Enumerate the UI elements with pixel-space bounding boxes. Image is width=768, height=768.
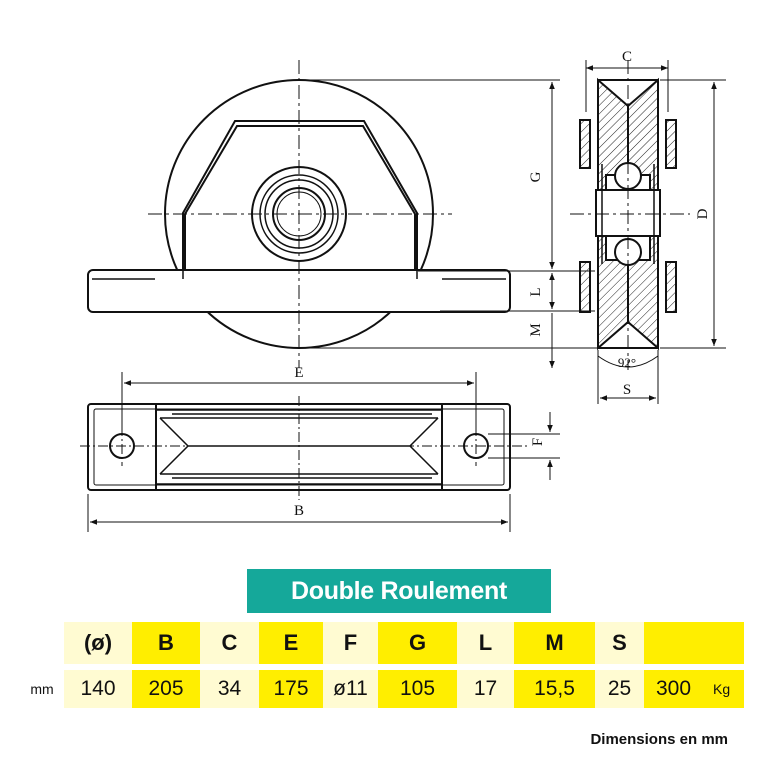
spec-value-5: 105 <box>378 670 457 708</box>
technical-drawing: E B F C G L M D S 92° <box>80 49 726 532</box>
front-centre-lines <box>148 60 452 368</box>
spec-header-4: F <box>323 622 378 664</box>
load-unit: Kg <box>713 681 731 697</box>
spec-header-7: M <box>514 622 595 664</box>
bracket-plate-right <box>665 119 677 169</box>
unit-label: mm <box>30 681 54 697</box>
spec-header-2: C <box>200 622 259 664</box>
spec-value-6: 17 <box>457 670 514 708</box>
label-E: E <box>294 365 303 381</box>
spec-value-7: 15,5 <box>514 670 595 708</box>
title-banner: Double Roulement <box>247 569 551 613</box>
spec-value-3: 175 <box>259 670 323 708</box>
spec-value-0: 140 <box>64 670 132 708</box>
spec-header-1: B <box>132 622 200 664</box>
label-D: D <box>695 208 711 219</box>
label-M: M <box>528 323 544 336</box>
label-B: B <box>294 503 304 519</box>
label-G: G <box>528 171 544 182</box>
label-angle: 92° <box>618 355 636 370</box>
label-F: F <box>530 438 546 446</box>
spec-header-6: L <box>457 622 514 664</box>
spec-value-9: 300 <box>644 670 744 708</box>
label-C: C <box>622 49 632 65</box>
spec-header-3: E <box>259 622 323 664</box>
label-L: L <box>528 287 544 296</box>
spec-value-1: 205 <box>132 670 200 708</box>
spec-value-2: 34 <box>200 670 259 708</box>
spec-value-8: 25 <box>595 670 644 708</box>
spec-header-8: S <box>595 622 644 664</box>
banner-title: Double Roulement <box>290 576 508 605</box>
label-S: S <box>623 382 631 398</box>
spec-header-9 <box>644 622 744 664</box>
spec-value-4: ø11 <box>323 670 378 708</box>
spec-header-0: (ø) <box>64 622 132 664</box>
spec-header-5: G <box>378 622 457 664</box>
bracket-plate-left <box>579 119 591 169</box>
footnote: Dimensions en mm <box>590 731 728 748</box>
